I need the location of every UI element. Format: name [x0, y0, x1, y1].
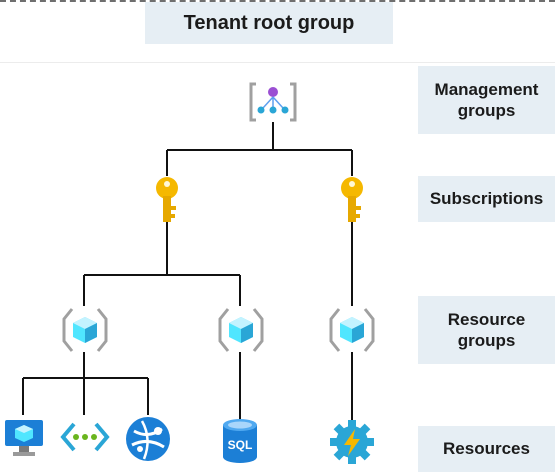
subscription-key-icon [341, 177, 363, 222]
sql-label: SQL [228, 438, 253, 452]
level-text-subscriptions: Subscriptions [429, 189, 544, 209]
level-label-resource-groups: Resource groups [418, 296, 555, 364]
top-dashed-border [0, 0, 555, 2]
function-app-icon [330, 420, 374, 464]
level-text-resources: Resources [443, 439, 530, 459]
resource-group-icon [329, 308, 375, 352]
resource-group-icon [62, 308, 108, 352]
level-text-management-groups: Management groups [434, 79, 539, 120]
level-label-management-groups: Management groups [418, 66, 555, 134]
sql-database-icon: SQL [223, 419, 257, 463]
level-label-subscriptions: Subscriptions [418, 176, 555, 222]
level-label-resources: Resources [418, 426, 555, 472]
virtual-network-icon [60, 422, 110, 452]
management-group-icon [249, 82, 297, 122]
header-divider [0, 62, 555, 63]
tenant-root-group-label: Tenant root group [145, 2, 393, 44]
virtual-machine-icon [5, 420, 43, 456]
subscription-key-icon [156, 177, 178, 222]
level-text-resource-groups: Resource groups [447, 309, 526, 350]
resource-group-icon [218, 308, 264, 352]
web-app-icon [126, 417, 170, 461]
